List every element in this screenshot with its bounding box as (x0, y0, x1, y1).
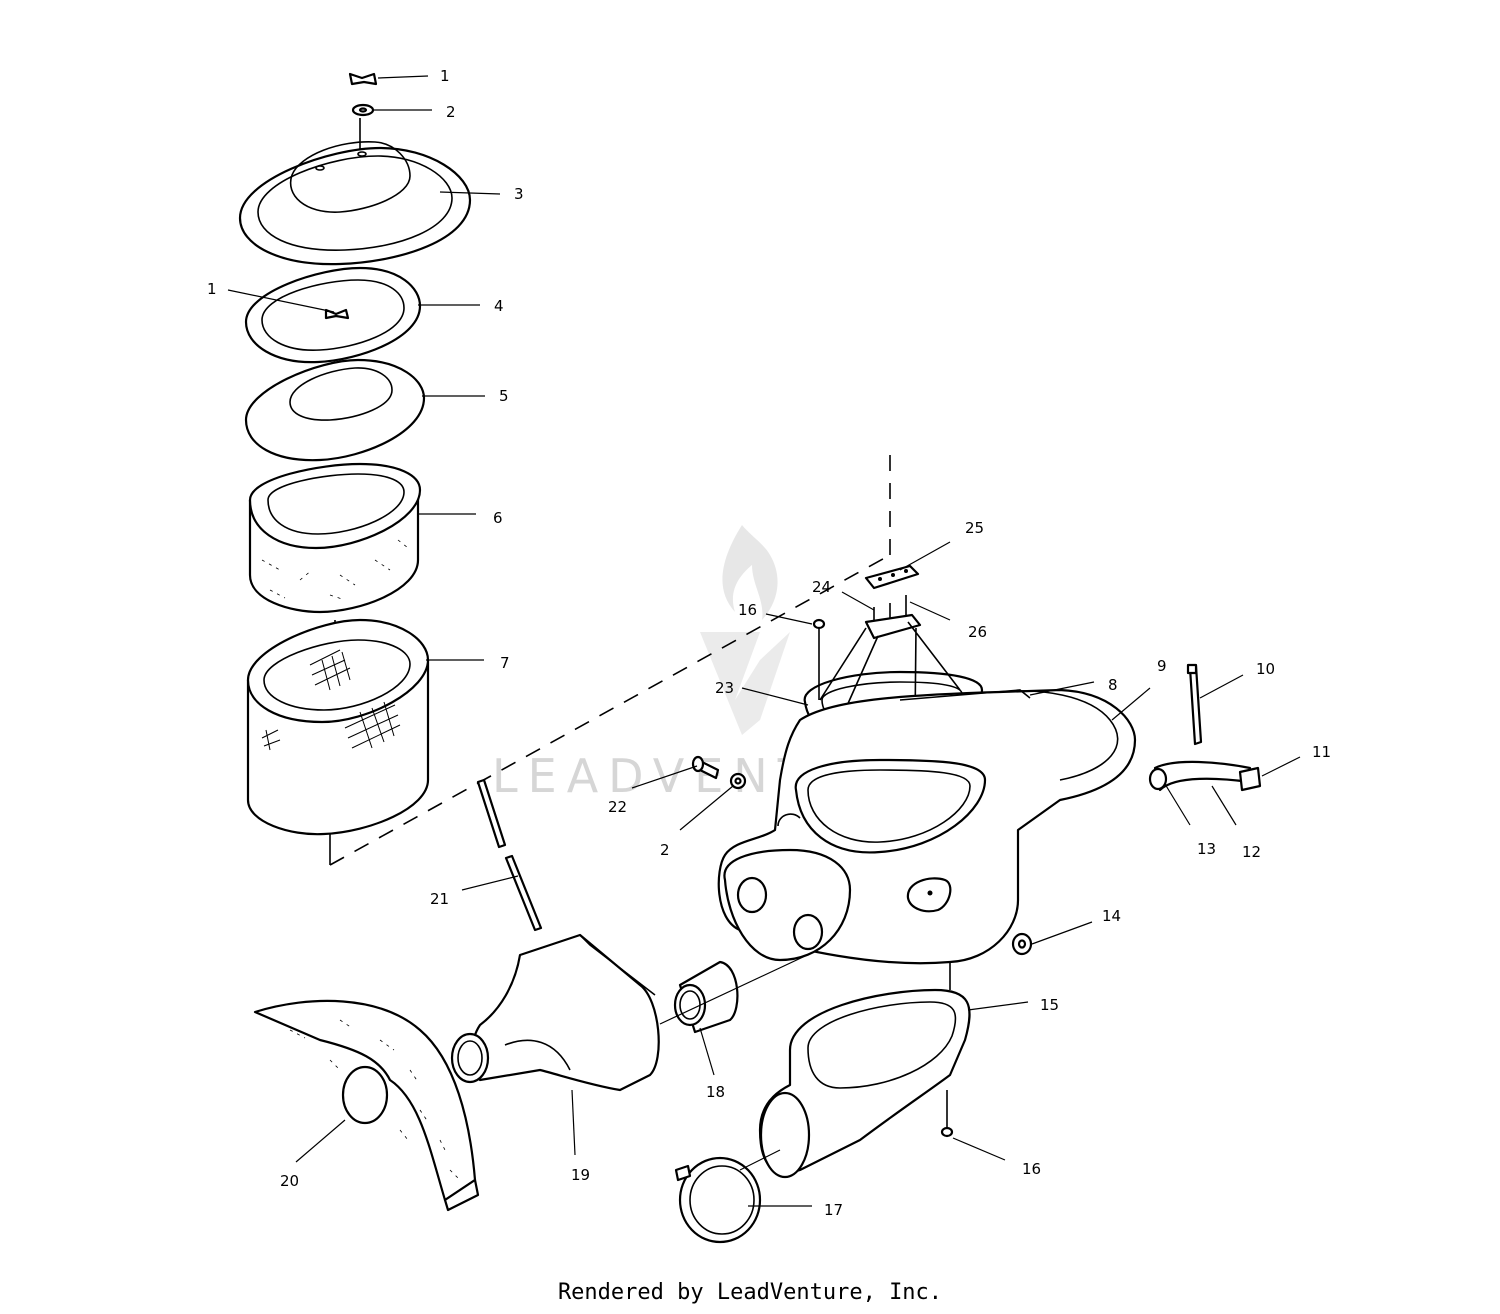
grommet-part (1011, 932, 1033, 956)
cover-gasket-part (244, 266, 422, 364)
washer-lower-part (729, 772, 747, 790)
foam-prefilter-part (248, 462, 422, 614)
callout-1-second: 1 (207, 280, 217, 298)
callout-24: 24 (812, 578, 831, 596)
callout-19: 19 (571, 1166, 590, 1184)
callout-9: 9 (1157, 657, 1167, 675)
callout-1: 1 (440, 67, 450, 85)
air-filter-element-part (246, 618, 430, 836)
callout-10: 10 (1256, 660, 1275, 678)
callout-23: 23 (715, 679, 734, 697)
callout-12: 12 (1242, 843, 1261, 861)
callout-8: 8 (1108, 676, 1118, 694)
callout-13: 13 (1197, 840, 1216, 858)
drain-rod-part (1186, 663, 1203, 746)
drain-hose-part (1148, 760, 1252, 792)
lower-intake-duct-part (758, 988, 971, 1179)
callout-26: 26 (968, 623, 987, 641)
air-box-housing-part (717, 688, 1137, 965)
callout-16-lower: 16 (1022, 1160, 1041, 1178)
callout-25: 25 (965, 519, 984, 537)
callout-4: 4 (494, 297, 504, 315)
filter-plate-part (244, 358, 426, 462)
callout-11: 11 (1312, 743, 1331, 761)
retainer-plate-part (864, 564, 920, 590)
callout-15: 15 (1040, 996, 1059, 1014)
callout-2: 2 (446, 103, 456, 121)
callout-21: 21 (430, 890, 449, 908)
intake-boot-part (450, 933, 660, 1092)
hose-plug-part (1238, 766, 1262, 792)
callout-14: 14 (1102, 907, 1121, 925)
callout-16: 16 (738, 601, 757, 619)
callout-2-lower: 2 (660, 841, 670, 859)
long-bolt-part (476, 778, 543, 932)
leadventure-watermark-logo (700, 525, 790, 735)
callout-22: 22 (608, 798, 627, 816)
callout-3: 3 (514, 185, 524, 203)
callout-6: 6 (493, 509, 503, 527)
footer-credit: Rendered by LeadVenture, Inc. (557, 1280, 943, 1305)
foam-heat-shield-part (253, 999, 480, 1212)
air-box-cover-part (238, 141, 472, 266)
callout-7: 7 (500, 654, 510, 672)
callout-5: 5 (499, 387, 509, 405)
bolt-part (691, 755, 720, 780)
wing-nut-top-part (348, 72, 378, 86)
assembly-dashed-line (329, 455, 891, 866)
screw-lower-part (940, 1090, 954, 1138)
washer-part (351, 103, 375, 117)
callout-18: 18 (706, 1083, 725, 1101)
callout-20: 20 (280, 1172, 299, 1190)
screw-upper-part (812, 618, 826, 700)
callout-leaders (227, 75, 1301, 1207)
callout-17: 17 (824, 1201, 843, 1219)
hose-clamp-part (674, 1156, 762, 1244)
intake-coupler-part (673, 960, 739, 1034)
